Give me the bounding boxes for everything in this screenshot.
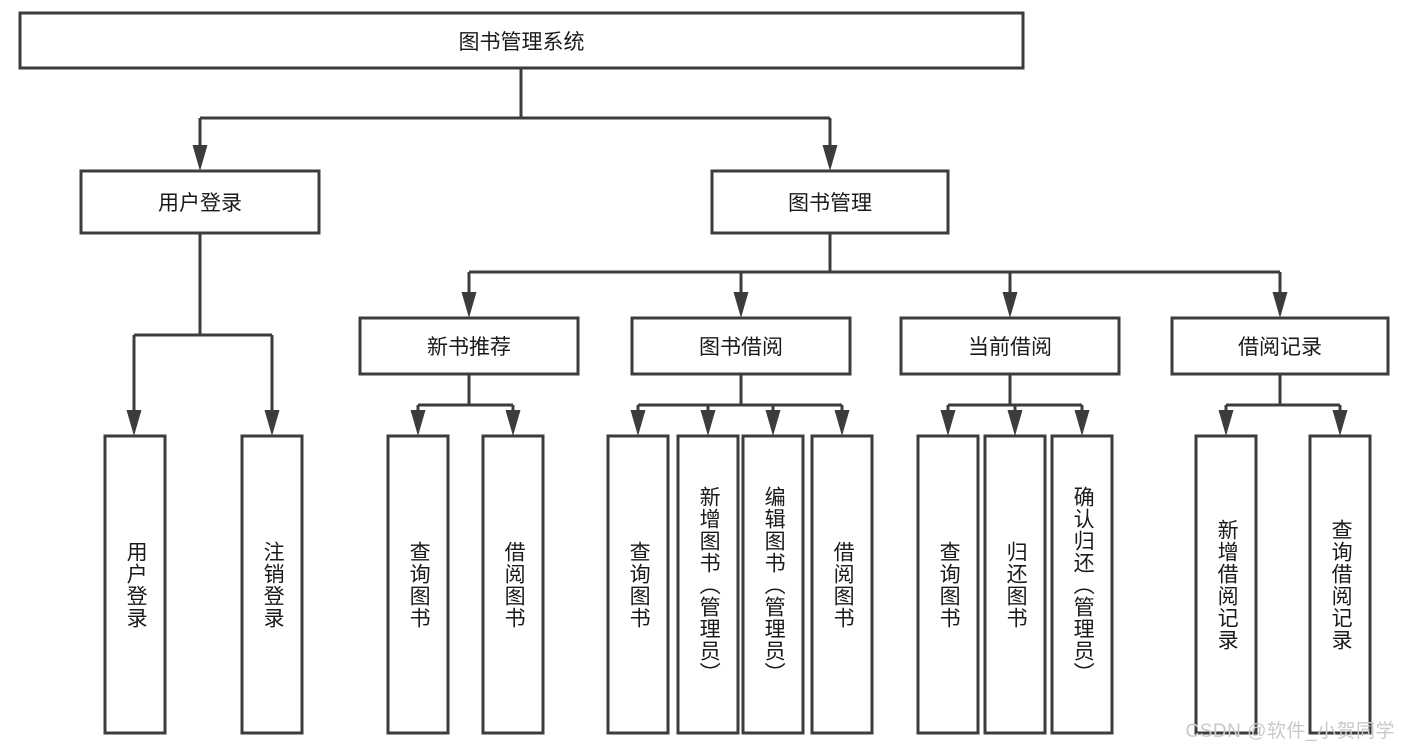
node-box-book-borrow[interactable] <box>630 316 852 376</box>
connector-current-borrow <box>940 374 1090 436</box>
connector-borrow-record <box>1218 374 1348 436</box>
connector-book-manage <box>461 233 1288 318</box>
node-box-current-borrow[interactable] <box>899 316 1121 376</box>
arrow-head-icon <box>1007 410 1023 436</box>
node-boxes-layer <box>18 11 1390 735</box>
arrow-head-icon <box>733 292 749 318</box>
arrow-head-icon <box>461 292 477 318</box>
arrow-head-icon <box>126 410 142 436</box>
node-box-leaf-query-book-2[interactable] <box>606 434 670 735</box>
connector-user-login <box>126 233 280 436</box>
arrow-head-icon <box>1074 410 1090 436</box>
node-box-leaf-confirm-return-admin[interactable] <box>1050 434 1114 735</box>
arrow-head-icon <box>834 410 850 436</box>
node-box-root[interactable] <box>18 11 1025 70</box>
arrow-head-icon <box>192 145 208 171</box>
arrow-head-icon <box>1332 410 1348 436</box>
node-box-leaf-query-book-3[interactable] <box>916 434 980 735</box>
arrow-head-icon <box>940 410 956 436</box>
arrow-head-icon <box>1002 292 1018 318</box>
connector-book-borrow <box>630 374 850 436</box>
connector-root <box>192 68 838 171</box>
node-box-leaf-add-borrow-record[interactable] <box>1194 434 1258 735</box>
node-box-leaf-return-book[interactable] <box>983 434 1047 735</box>
node-box-leaf-edit-book-admin[interactable] <box>741 434 805 735</box>
node-box-borrow-record[interactable] <box>1170 316 1390 376</box>
arrow-head-icon <box>410 410 426 436</box>
arrow-head-icon <box>765 410 781 436</box>
arrow-head-icon <box>1218 410 1234 436</box>
node-box-leaf-query-book-1[interactable] <box>386 434 450 735</box>
node-box-leaf-query-borrow-record[interactable] <box>1308 434 1372 735</box>
arrow-head-icon <box>505 410 521 436</box>
arrow-head-icon <box>822 145 838 171</box>
node-box-user-login[interactable] <box>79 169 321 235</box>
connectors-layer <box>126 68 1348 436</box>
node-box-leaf-borrow-book-2[interactable] <box>810 434 874 735</box>
arrow-head-icon <box>264 410 280 436</box>
node-box-leaf-user-logout[interactable] <box>240 434 304 735</box>
connector-new-book-recommend <box>410 374 521 436</box>
node-box-leaf-add-book-admin[interactable] <box>676 434 740 735</box>
node-box-leaf-user-login[interactable] <box>103 434 167 735</box>
watermark-text: CSDN @软件_小贺同学 <box>1185 721 1395 742</box>
node-box-book-manage[interactable] <box>710 169 950 235</box>
arrow-head-icon <box>1272 292 1288 318</box>
arrow-head-icon <box>630 410 646 436</box>
node-box-leaf-borrow-book-1[interactable] <box>481 434 545 735</box>
arrow-head-icon <box>700 410 716 436</box>
node-box-new-book-recommend[interactable] <box>358 316 580 376</box>
